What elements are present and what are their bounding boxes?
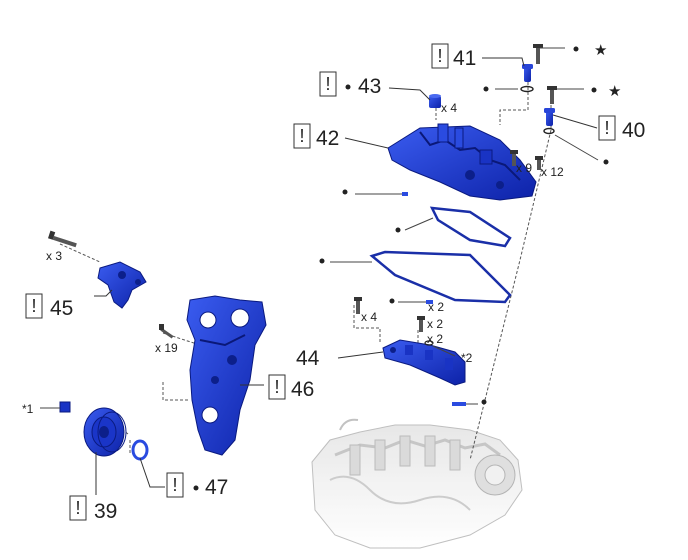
bolt-group-x9[interactable]: [510, 150, 518, 166]
leader-lines: [94, 57, 598, 495]
bolt-x4-mid[interactable]: [354, 297, 362, 314]
part-number-40: 40: [622, 119, 645, 142]
notice-icon: !: [31, 296, 36, 316]
qty-x12: x 12: [541, 165, 564, 179]
part-39-crank-pulley[interactable]: [83, 407, 127, 457]
o-ring-41: [483, 85, 534, 93]
ref-1: *1: [22, 402, 34, 416]
part-number-39: 39: [94, 500, 117, 523]
part-number-41: 41: [453, 47, 476, 70]
plug-bottom: [452, 399, 487, 406]
part-42-cylinder-head-cover[interactable]: [387, 123, 537, 201]
o-ring-40: [543, 127, 609, 165]
notice-icon: !: [437, 46, 442, 66]
notice-icon: !: [325, 74, 330, 94]
engine-block-illustration: [311, 418, 523, 549]
callout-39[interactable]: ! 39: [69, 495, 117, 523]
part-45-bracket[interactable]: [97, 261, 147, 309]
qty-x2-b: x 2: [427, 317, 443, 331]
gasket-inner: [395, 206, 512, 248]
callout-41[interactable]: ! 41: [431, 43, 476, 70]
bolt-x19[interactable]: [159, 324, 174, 339]
part-44-rail[interactable]: [382, 339, 466, 386]
callout-42[interactable]: ! 42: [293, 123, 339, 150]
callout-47[interactable]: ! 47: [166, 472, 228, 499]
notice-icon: !: [604, 118, 609, 138]
qty-x3: x 3: [46, 249, 62, 263]
plug-seal: [342, 189, 408, 196]
small-seal-x2: [389, 298, 433, 304]
bolt-x3[interactable]: [48, 230, 77, 248]
bolt-40-top[interactable]: [547, 86, 597, 104]
bolt-41-top[interactable]: [533, 44, 579, 64]
part-number-43: 43: [358, 75, 381, 98]
pulley-bolt[interactable]: [40, 401, 71, 413]
callout-45[interactable]: ! 45: [25, 293, 73, 320]
sensor-40[interactable]: [544, 108, 555, 126]
part-43-cap[interactable]: [429, 94, 441, 108]
qty-x4-mid: x 4: [361, 310, 377, 324]
callout-46[interactable]: ! 46: [268, 374, 314, 401]
bolt-group-x12[interactable]: [535, 156, 543, 170]
notice-icon: !: [274, 377, 279, 397]
part-number-46: 46: [291, 378, 314, 401]
callout-40[interactable]: ! 40: [598, 115, 645, 142]
qty-x4-top: x 4: [441, 101, 457, 115]
part-46-timing-cover[interactable]: [186, 295, 267, 456]
star-icon: ★: [594, 42, 607, 59]
qty-x9: x 9: [516, 161, 532, 175]
callout-43[interactable]: ! 43: [319, 71, 381, 98]
seal-ref-2: [424, 340, 456, 357]
sensor-41[interactable]: [522, 64, 533, 82]
part-number-45: 45: [50, 297, 73, 320]
star-icon: ★: [608, 83, 621, 100]
qty-x2-c: x 2: [427, 332, 443, 346]
notice-icon: !: [75, 498, 80, 518]
qty-x19: x 19: [155, 341, 178, 355]
qty-x2-a: x 2: [428, 300, 444, 314]
part-47-oil-seal[interactable]: [131, 439, 149, 461]
ref-2: *2: [461, 351, 473, 365]
part-number-44[interactable]: 44: [296, 347, 320, 370]
bolt-x2[interactable]: [417, 316, 425, 332]
part-number-47: 47: [205, 476, 228, 499]
gasket-head-cover: [319, 250, 512, 304]
notice-icon: !: [299, 126, 304, 146]
part-number-42: 42: [316, 127, 339, 150]
notice-icon: !: [172, 475, 177, 495]
